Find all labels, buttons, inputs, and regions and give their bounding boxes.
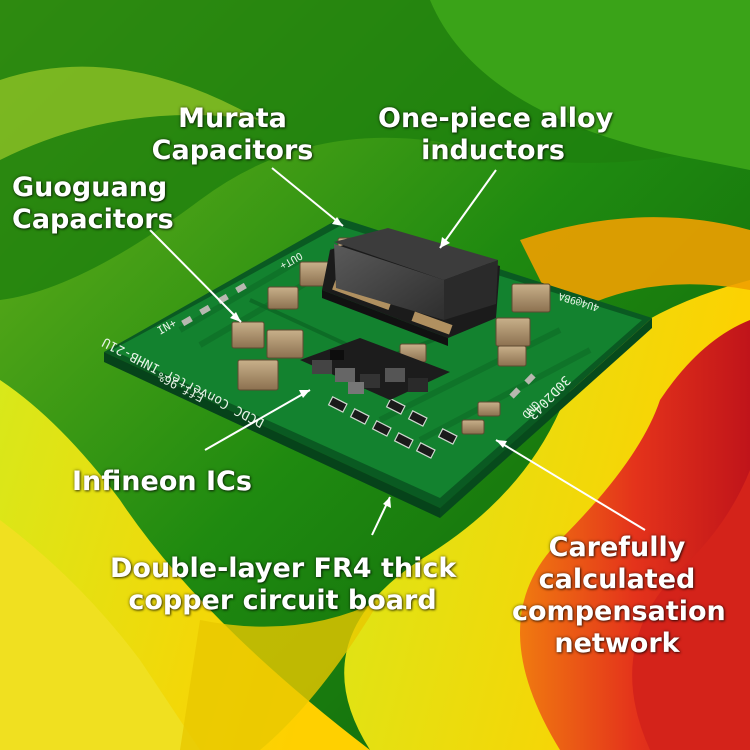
infineon-ic — [300, 338, 450, 400]
capacitor — [231, 321, 265, 349]
alloy-inductor — [322, 228, 500, 346]
label-compensation-network: Carefully calculated compensation networ… — [512, 532, 726, 659]
label-guoguang-capacitors: Guoguang Capacitors — [12, 172, 174, 235]
arrow-guoguang — [149, 229, 242, 323]
capacitor — [237, 359, 279, 391]
arrow-compensation — [495, 439, 646, 531]
arrow-murata — [271, 167, 344, 227]
capacitor — [266, 329, 304, 359]
capacitor — [267, 286, 299, 310]
capacitor — [477, 401, 501, 417]
capacitor — [511, 283, 551, 313]
capacitor — [497, 345, 527, 367]
label-alloy-inductors: One-piece alloy inductors — [378, 103, 614, 166]
arrow-alloy — [439, 169, 497, 249]
arrow-infineon — [204, 389, 311, 451]
label-murata-capacitors: Murata Capacitors — [151, 103, 314, 166]
label-infineon-ics: Infineon ICs — [72, 466, 252, 497]
callout-arrows — [149, 167, 646, 536]
capacitor — [461, 419, 485, 435]
label-circuit-board: Double-layer FR4 thick copper circuit bo… — [110, 553, 457, 616]
compensation-network — [327, 395, 458, 459]
capacitor — [495, 317, 531, 347]
